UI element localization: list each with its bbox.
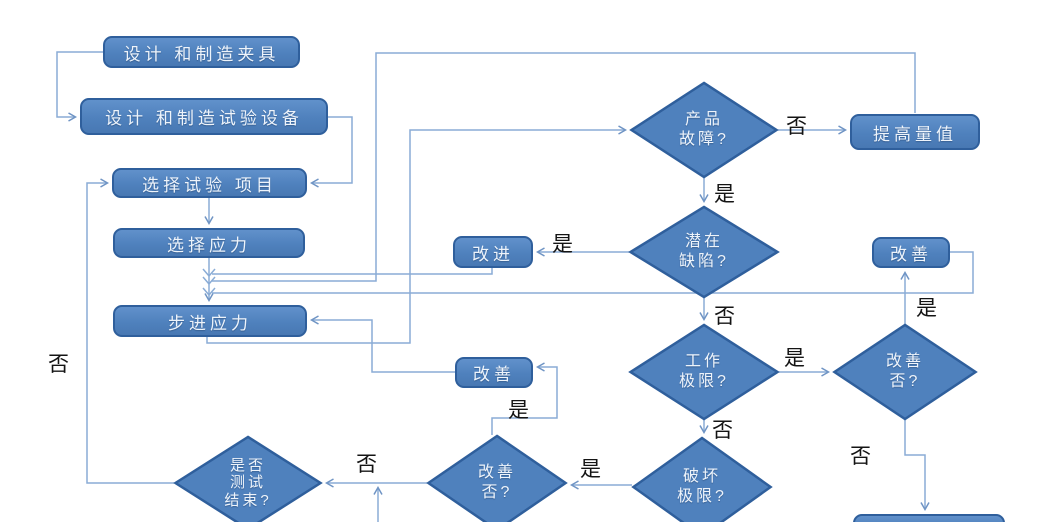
node-improve-q-bottom: 改善否? — [427, 435, 567, 522]
edge-label-yes-fault: 是 — [714, 182, 735, 206]
edge-label-no-left: 否 — [48, 352, 69, 376]
node-step-stress: 步进应力 — [113, 305, 307, 337]
node-product-fault: 产品故障? — [630, 82, 778, 178]
node-select-test-item: 选择试验 项目 — [112, 168, 307, 198]
edge-label-no-latent: 否 — [714, 304, 735, 328]
edge-label-yes-improve-mid: 是 — [508, 398, 529, 422]
edge-label-yes-improve-right: 是 — [916, 296, 937, 320]
node-select-stress: 选择应力 — [113, 228, 305, 258]
node-design-jig: 设计 和制造夹具 — [103, 36, 300, 68]
node-work-limit: 工作极限? — [629, 324, 779, 420]
node-test-end: 是否测试结束? — [174, 436, 322, 522]
node-improve-mid: 改善 — [455, 357, 533, 388]
edge-label-yes-worklimit: 是 — [784, 346, 805, 370]
node-improve-gaijin: 改进 — [453, 236, 533, 268]
node-improve-q-right: 改善否? — [833, 324, 977, 420]
node-bottom-cutoff-box — [853, 514, 1005, 522]
edge-label-no-worklimit: 否 — [712, 418, 733, 442]
edge-label-no-fault: 否 — [786, 114, 807, 138]
edge-label-yes-latent: 是 — [552, 232, 573, 256]
edge-label-yes-destruct: 是 — [580, 457, 601, 481]
node-latent-defect: 潜在缺陷? — [629, 206, 779, 298]
node-destruct-limit: 破坏极限? — [632, 437, 772, 522]
node-improve-right: 改善 — [872, 237, 950, 268]
edge-label-no-improve-right: 否 — [850, 444, 871, 468]
node-raise-level: 提高量值 — [850, 114, 980, 150]
node-design-equipment: 设计 和制造试验设备 — [80, 98, 328, 135]
edge-label-no-improve-bottom: 否 — [356, 452, 377, 476]
